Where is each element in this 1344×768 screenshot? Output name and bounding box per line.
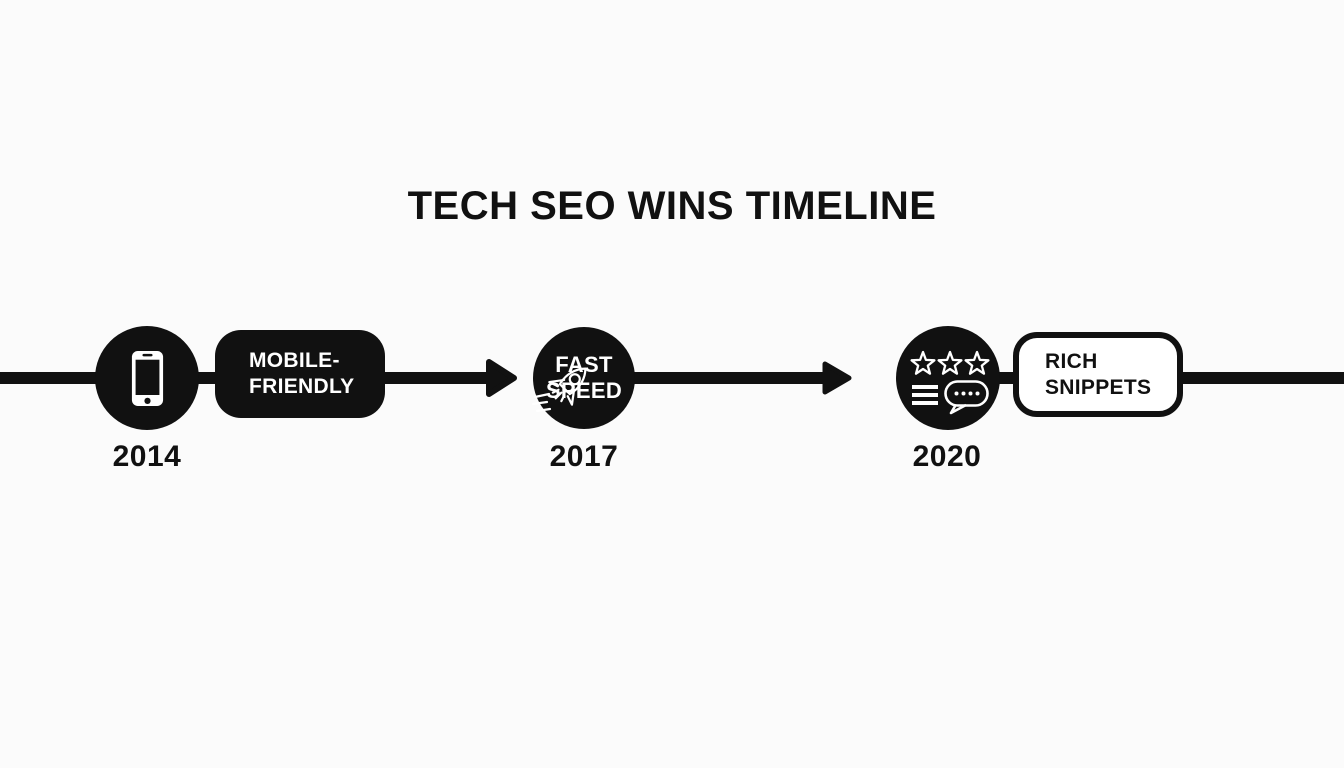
milestone-node-2017: FAST SPEED — [531, 327, 635, 429]
milestone-label-line: RICH — [1045, 349, 1098, 373]
arrow-right-icon — [822, 361, 852, 395]
review-stars-snippet-icon — [910, 350, 990, 415]
milestone-node-2020 — [896, 326, 1000, 430]
milestone-label-2014: MOBILE- FRIENDLY — [215, 330, 385, 418]
timeline-title: TECH SEO WINS TIMELINE — [407, 184, 937, 228]
milestone-label-line: FRIENDLY — [249, 375, 355, 398]
milestone-label-line: SPEED — [545, 378, 623, 403]
milestone-node-2014 — [95, 326, 199, 430]
speech-bubble-icon — [944, 380, 989, 415]
arrow-right-icon — [486, 359, 517, 397]
year-label-2014: 2014 — [112, 440, 182, 473]
star-icon — [910, 350, 990, 375]
milestone-label-line: SNIPPETS — [1045, 375, 1152, 399]
year-label-2017: 2017 — [549, 440, 619, 473]
text-lines-icon — [912, 385, 938, 405]
milestone-label-line: MOBILE- — [249, 349, 340, 372]
year-label-2020: 2020 — [912, 440, 982, 473]
milestone-label-2020: RICH SNIPPETS — [1013, 332, 1183, 417]
milestone-label-line: FAST — [555, 352, 613, 377]
smartphone-icon — [131, 350, 163, 406]
